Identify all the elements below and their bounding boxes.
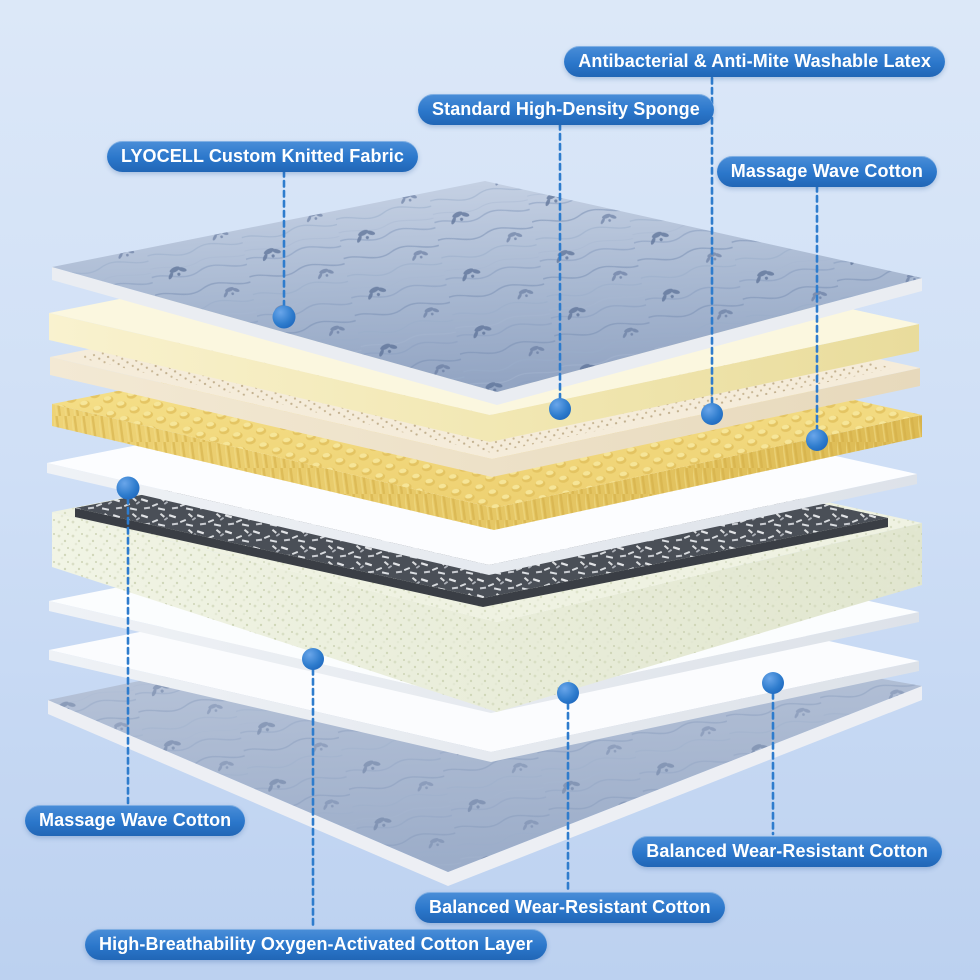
layer-lyocell-fabric [52,181,922,405]
latex-side [50,357,920,477]
callout-balanced-wear-right: Balanced Wear-Resistant Cotton [632,836,942,867]
callout-dot-high-density-sponge [549,398,571,420]
mesh-side [75,508,888,607]
callout-dot-high-breathability [302,648,324,670]
sheet2-side [49,650,919,762]
sheet1-side [49,601,919,713]
callout-dot-balanced-wear-middle [557,682,579,704]
callout-lyocell-fabric: LYOCELL Custom Knitted Fabric [107,141,418,172]
sheet0-side [47,463,917,575]
callout-high-density-sponge: Standard High-Density Sponge [418,94,714,125]
top-fabric-piping [52,267,922,405]
callout-connectors [116,76,828,929]
callout-dot-washable-latex [701,403,723,425]
callout-washable-latex: Antibacterial & Anti-Mite Washable Latex [564,46,945,77]
callout-dot-massage-wave-right [806,429,828,451]
callout-dot-balanced-wear-right [762,672,784,694]
bottom-fabric-piping [48,686,922,886]
callout-dot-massage-wave-left [116,476,140,500]
callout-dot-lyocell-fabric [272,305,296,329]
sponge-side [49,313,919,442]
callout-high-breathability: High-Breathability Oxygen-Activated Cott… [85,929,547,960]
foam-side-texture [52,512,922,712]
top-fabric-texture [52,181,922,392]
callout-balanced-wear-middle: Balanced Wear-Resistant Cotton [415,892,725,923]
eggcrate-side-ridges [52,404,922,530]
callout-massage-wave-right: Massage Wave Cotton [716,156,937,187]
callout-massage-wave-left: Massage Wave Cotton [25,805,246,836]
